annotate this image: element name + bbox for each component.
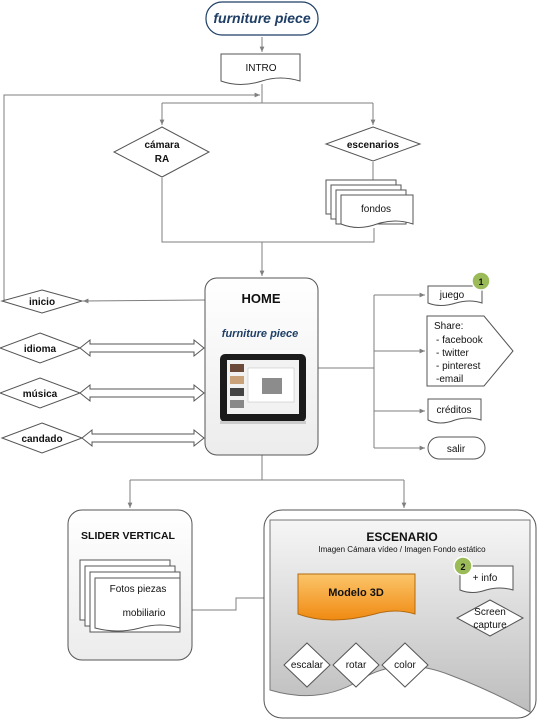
slider-doc-line2: mobiliario — [123, 608, 166, 619]
info-badge: 2 — [460, 562, 465, 572]
musica-label: música — [23, 389, 58, 400]
idioma-double-arrow — [80, 340, 204, 356]
juego-document: juego 1 — [428, 272, 490, 306]
start-terminator: furniture piece — [206, 2, 318, 35]
escenario-subtitle: Imagen Cámara vídeo / Imagen Fondo estát… — [318, 545, 486, 554]
camara-line1: cámara — [144, 140, 179, 151]
slider-doc-line1: Fotos piezas — [110, 584, 167, 595]
share-line-0: Share: — [434, 321, 463, 332]
screen-line2: capture — [473, 620, 507, 631]
tablet-image — [220, 354, 306, 424]
escenarios-label: escenarios — [347, 140, 400, 151]
home-title: HOME — [242, 291, 281, 306]
slider-panel: SLIDER VERTICAL Fotos piezas mobiliario — [68, 510, 192, 660]
color-label: color — [394, 660, 416, 671]
share-line-1: - facebook — [436, 335, 484, 346]
camara-decision: cámara RA — [114, 127, 209, 177]
modelo-label: Modelo 3D — [328, 587, 384, 599]
escalar-label: escalar — [291, 660, 324, 671]
juego-label: juego — [439, 290, 465, 301]
idioma-row: idioma — [0, 333, 204, 363]
inicio-decision: inicio — [2, 290, 82, 313]
info-label: + info — [473, 573, 498, 584]
salir-label: salir — [447, 444, 466, 455]
candado-row: candado — [2, 423, 204, 453]
camara-line2: RA — [155, 154, 169, 165]
salir-terminator: salir — [428, 437, 485, 459]
screen-line1: Screen — [474, 607, 506, 618]
musica-row: música — [0, 378, 204, 408]
home-subtitle: furniture piece — [222, 328, 298, 340]
start-label: furniture piece — [213, 10, 310, 26]
escenario-title: ESCENARIO — [366, 530, 437, 544]
home-panel: HOME furniture piece — [205, 278, 318, 455]
creditos-label: créditos — [436, 405, 471, 416]
intro-document: INTRO — [221, 54, 300, 85]
idioma-label: idioma — [24, 344, 57, 355]
share-line-4: -email — [436, 374, 463, 385]
juego-badge: 1 — [478, 277, 483, 287]
inicio-label: inicio — [29, 297, 55, 308]
intro-label: INTRO — [245, 63, 276, 74]
musica-double-arrow — [80, 385, 204, 401]
share-pentagon: Share: - facebook - twitter - pinterest … — [427, 316, 513, 386]
candado-double-arrow — [82, 430, 204, 446]
fondos-multidoc: fondos — [326, 180, 413, 228]
escenario-panel: ESCENARIO Imagen Cámara vídeo / Imagen F… — [264, 510, 536, 718]
creditos-document: créditos — [428, 399, 481, 423]
share-line-3: - pinterest — [436, 361, 481, 372]
escenarios-decision: escenarios — [326, 127, 420, 161]
slider-title: SLIDER VERTICAL — [81, 530, 176, 542]
rotar-label: rotar — [346, 660, 367, 671]
share-line-2: - twitter — [436, 348, 469, 359]
fondos-label: fondos — [361, 204, 391, 215]
candado-label: candado — [21, 434, 62, 445]
